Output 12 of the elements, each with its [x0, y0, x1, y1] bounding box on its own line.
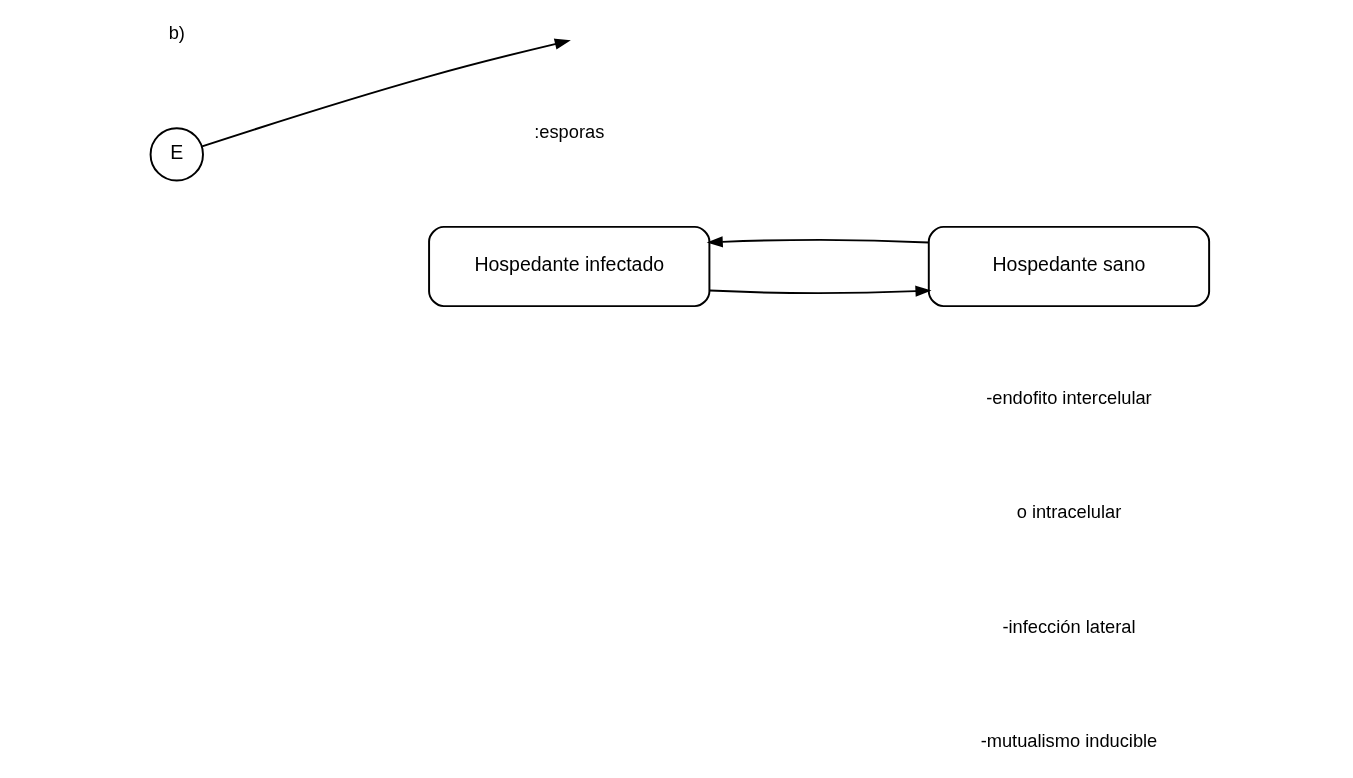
label: -mutualismo inducible — [980, 730, 1158, 752]
label: b) — [168, 22, 185, 44]
arrow — [706, 236, 930, 248]
label: -infección lateral — [1002, 615, 1136, 637]
node-circle: E — [149, 127, 204, 182]
label: -endofito intercelular — [986, 386, 1152, 408]
arrow — [708, 285, 932, 297]
label: :esporas — [534, 120, 605, 142]
label: o intracelular — [1016, 501, 1122, 523]
node-box: Hospedante infectado — [428, 225, 711, 308]
arrow — [201, 38, 571, 148]
node-box: Hospedante sano — [927, 225, 1211, 308]
